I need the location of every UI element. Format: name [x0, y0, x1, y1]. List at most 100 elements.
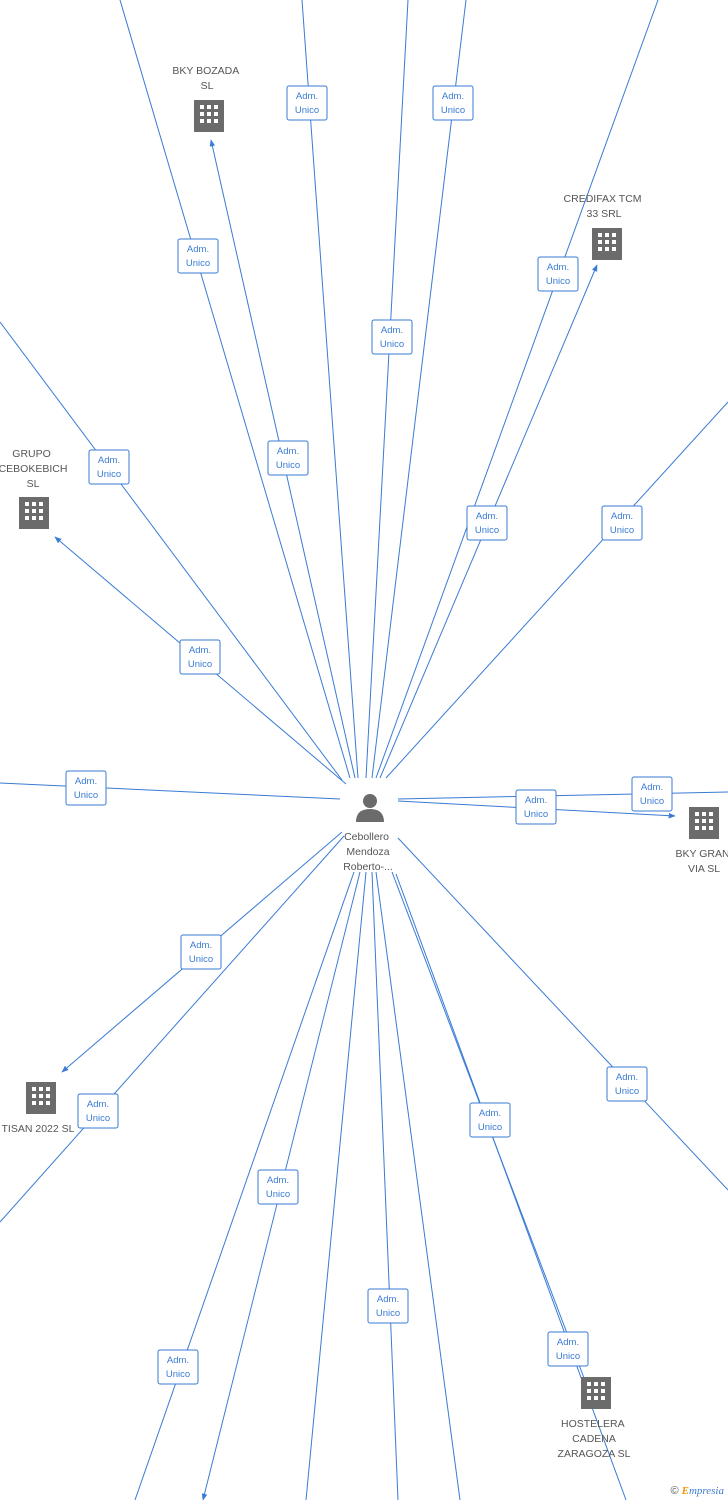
edge-label[interactable]: Adm. Unico	[466, 505, 508, 541]
svg-text:Adm.: Adm.	[525, 795, 547, 806]
svg-text:Adm.: Adm.	[476, 511, 498, 522]
edge-line[interactable]	[119, 0, 351, 779]
edge-line[interactable]	[301, 0, 359, 779]
svg-text:Adm.: Adm.	[75, 776, 97, 787]
edge-line[interactable]	[134, 871, 355, 1500]
edge-label[interactable]: Adm. Unico	[547, 1331, 589, 1367]
svg-text:Adm.: Adm.	[296, 91, 318, 102]
label-line: ZARAGOZA SL	[558, 1448, 631, 1460]
edge-label[interactable]: Adm. Unico	[286, 85, 328, 121]
edge-label[interactable]: Adm. Unico	[515, 789, 557, 825]
edge-line[interactable]	[397, 791, 728, 800]
svg-text:Unico: Unico	[640, 796, 664, 807]
company-node-bky-gran-via[interactable]: BKY GRAN VIA SL	[676, 807, 728, 875]
brand-logo-text: mpresia	[688, 1485, 724, 1497]
label-line: CEBOKEBICH	[0, 463, 67, 475]
svg-text:Unico: Unico	[546, 276, 570, 287]
svg-text:Unico: Unico	[74, 790, 98, 801]
edge-label[interactable]: Adm. Unico	[537, 256, 579, 292]
svg-text:Unico: Unico	[380, 339, 404, 350]
edge-line[interactable]	[397, 837, 728, 1191]
svg-text:Adm.: Adm.	[87, 1099, 109, 1110]
svg-text:Adm.: Adm.	[557, 1337, 579, 1348]
svg-text:Adm.: Adm.	[187, 244, 209, 255]
edge-label[interactable]: Adm. Unico	[267, 440, 309, 476]
svg-text:Adm.: Adm.	[381, 325, 403, 336]
edge-line[interactable]	[0, 321, 343, 781]
edge-line[interactable]	[305, 871, 367, 1500]
svg-text:Unico: Unico	[556, 1351, 580, 1362]
edge-label[interactable]: Adm. Unico	[77, 1093, 119, 1129]
svg-text:Unico: Unico	[376, 1308, 400, 1319]
edge-label[interactable]: Adm. Unico	[88, 449, 130, 485]
svg-text:Adm.: Adm.	[190, 940, 212, 951]
edge-label[interactable]: Adm. Unico	[179, 639, 221, 675]
svg-text:Unico: Unico	[478, 1122, 502, 1133]
company-name: BKY GRAN VIA SL	[676, 848, 728, 875]
edge-label[interactable]: Adm. Unico	[631, 776, 673, 812]
svg-text:Adm.: Adm.	[611, 511, 633, 522]
copyright-icon: ©	[670, 1485, 679, 1497]
svg-text:Unico: Unico	[615, 1086, 639, 1097]
edge-line[interactable]	[375, 0, 659, 779]
edge-line[interactable]	[371, 0, 467, 779]
edge-label[interactable]: Adm. Unico	[371, 319, 413, 355]
edge-line[interactable]	[375, 871, 461, 1500]
edge-line[interactable]	[365, 0, 409, 779]
edge-label[interactable]: Adm. Unico	[367, 1288, 409, 1324]
company-name: CREDIFAX TCM 33 SRL	[564, 193, 645, 220]
label-line: Mendoza	[346, 846, 389, 858]
building-icon	[592, 228, 622, 260]
edge-label[interactable]: Adm. Unico	[257, 1169, 299, 1205]
svg-text:Unico: Unico	[266, 1189, 290, 1200]
svg-text:Unico: Unico	[610, 525, 634, 536]
edge-labels: Adm. Unico Adm. Unico Adm. Unico Adm. Un…	[65, 85, 673, 1385]
building-icon	[194, 100, 224, 132]
edge-line[interactable]	[0, 782, 341, 800]
svg-text:Unico: Unico	[524, 809, 548, 820]
svg-text:Unico: Unico	[188, 659, 212, 670]
edge-label[interactable]: Adm. Unico	[432, 85, 474, 121]
edge-line[interactable]	[371, 871, 399, 1500]
edge-line[interactable]	[0, 835, 345, 1223]
svg-text:Adm.: Adm.	[479, 1108, 501, 1119]
label-line: Roberto-...	[343, 861, 393, 873]
person-icon	[356, 794, 384, 822]
company-node-tisan[interactable]: TISAN 2022 SL	[2, 1082, 75, 1135]
edge-label[interactable]: Adm. Unico	[180, 934, 222, 970]
building-icon	[581, 1377, 611, 1409]
edge-label[interactable]: Adm. Unico	[177, 238, 219, 274]
svg-text:Unico: Unico	[189, 954, 213, 965]
svg-text:Unico: Unico	[166, 1369, 190, 1380]
label-line: CADENA	[572, 1433, 616, 1445]
building-icon	[26, 1082, 56, 1114]
company-node-credifax[interactable]: CREDIFAX TCM 33 SRL	[564, 193, 645, 260]
svg-text:Adm.: Adm.	[377, 1294, 399, 1305]
company-node-bky-bozada[interactable]: BKY BOZADA SL	[172, 65, 241, 132]
edge-label[interactable]: Adm. Unico	[65, 770, 107, 806]
edge-label[interactable]: Adm. Unico	[606, 1066, 648, 1102]
svg-text:Unico: Unico	[441, 105, 465, 116]
building-icon	[19, 497, 49, 529]
svg-text:Adm.: Adm.	[277, 446, 299, 457]
building-icon	[689, 807, 719, 839]
label-line: SL	[201, 80, 214, 92]
edge-label[interactable]: Adm. Unico	[469, 1102, 511, 1138]
edge-label[interactable]: Adm. Unico	[157, 1349, 199, 1385]
label-line: VIA SL	[688, 863, 720, 875]
svg-text:Unico: Unico	[276, 460, 300, 471]
label-line: SL	[27, 478, 40, 490]
edge-label[interactable]: Adm. Unico	[601, 505, 643, 541]
company-name: TISAN 2022 SL	[2, 1123, 75, 1135]
svg-text:Adm.: Adm.	[641, 782, 663, 793]
edge-line[interactable]	[385, 401, 728, 779]
svg-text:Adm.: Adm.	[267, 1175, 289, 1186]
svg-text:Adm.: Adm.	[167, 1355, 189, 1366]
